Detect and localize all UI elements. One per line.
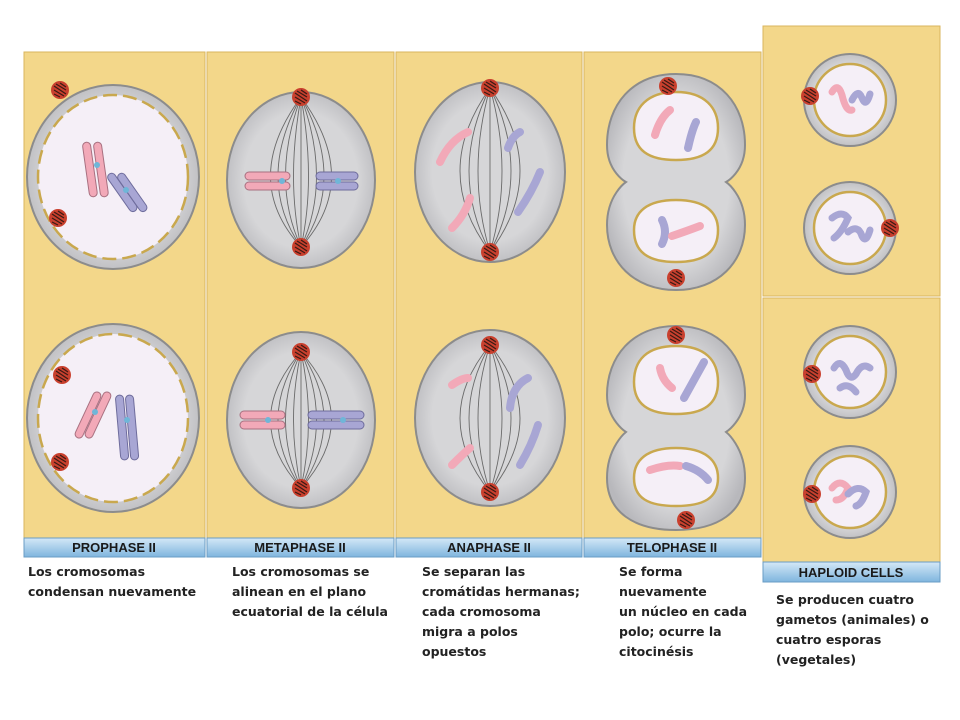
- label-anaphase: ANAPHASE II: [447, 540, 531, 555]
- prophase-cell-bottom: [26, 323, 200, 513]
- centrosome-telophase-top-2: [666, 268, 686, 288]
- caption-prophase: Los cromosomas condensan nuevamente: [28, 564, 197, 599]
- centrosome-anaphase-top-2: [480, 242, 500, 262]
- haploid-cell-4: [803, 445, 897, 539]
- centrosome-telophase-bottom-2: [676, 510, 696, 530]
- label-telophase: TELOPHASE II: [627, 540, 717, 555]
- label-haploid: HAPLOID CELLS: [799, 565, 904, 580]
- haploid-cell-2: [803, 181, 897, 275]
- centrosome-anaphase-bottom-2: [480, 482, 500, 502]
- centrosome-haploid-2: [880, 218, 900, 238]
- haploid-cell-1: [803, 53, 897, 147]
- telophase-cell-top: [605, 72, 747, 292]
- centrosome-haploid-1: [800, 86, 820, 106]
- label-bar-metaphase: METAPHASE II: [206, 537, 395, 558]
- label-prophase: PROPHASE II: [72, 540, 156, 555]
- telophase-cell-bottom: [605, 324, 747, 532]
- centrosome-prophase-bottom-1: [52, 365, 72, 385]
- centrosome-metaphase-bottom-1: [291, 342, 311, 362]
- label-bar-haploid: HAPLOID CELLS: [762, 561, 941, 583]
- centrosome-metaphase-top-2: [291, 237, 311, 257]
- centrosome-prophase-top-1: [50, 80, 70, 100]
- label-bar-prophase: PROPHASE II: [23, 537, 206, 558]
- centrosome-metaphase-bottom-2: [291, 478, 311, 498]
- centrosome-telophase-bottom-1: [666, 325, 686, 345]
- label-bar-anaphase: ANAPHASE II: [395, 537, 583, 558]
- centrosome-metaphase-top-1: [291, 87, 311, 107]
- metaphase-cell-top: [226, 91, 376, 269]
- centrosome-haploid-3: [802, 364, 822, 384]
- centrosome-prophase-top-2: [48, 208, 68, 228]
- caption-telophase: Se forma nuevamente un núcleo en cada po…: [619, 564, 748, 659]
- metaphase-cell-bottom: [226, 331, 376, 509]
- label-bar-telophase: TELOPHASE II: [583, 537, 762, 558]
- anaphase-cell-top: [414, 81, 566, 263]
- label-metaphase: METAPHASE II: [254, 540, 346, 555]
- caption-anaphase: Se separan las cromátidas hermanas; cada…: [422, 564, 580, 659]
- centrosome-anaphase-top-1: [480, 78, 500, 98]
- centrosome-anaphase-bottom-1: [480, 335, 500, 355]
- anaphase-cell-bottom: [414, 329, 566, 507]
- caption-metaphase: Los cromosomas se alinean en el plano ec…: [232, 564, 388, 619]
- caption-haploid: Se producen cuatro gametos (animales) o …: [776, 592, 929, 667]
- centrosome-prophase-bottom-2: [50, 452, 70, 472]
- prophase-cell-top: [26, 84, 200, 270]
- centrosome-haploid-4: [802, 484, 822, 504]
- centrosome-telophase-top-1: [658, 76, 678, 96]
